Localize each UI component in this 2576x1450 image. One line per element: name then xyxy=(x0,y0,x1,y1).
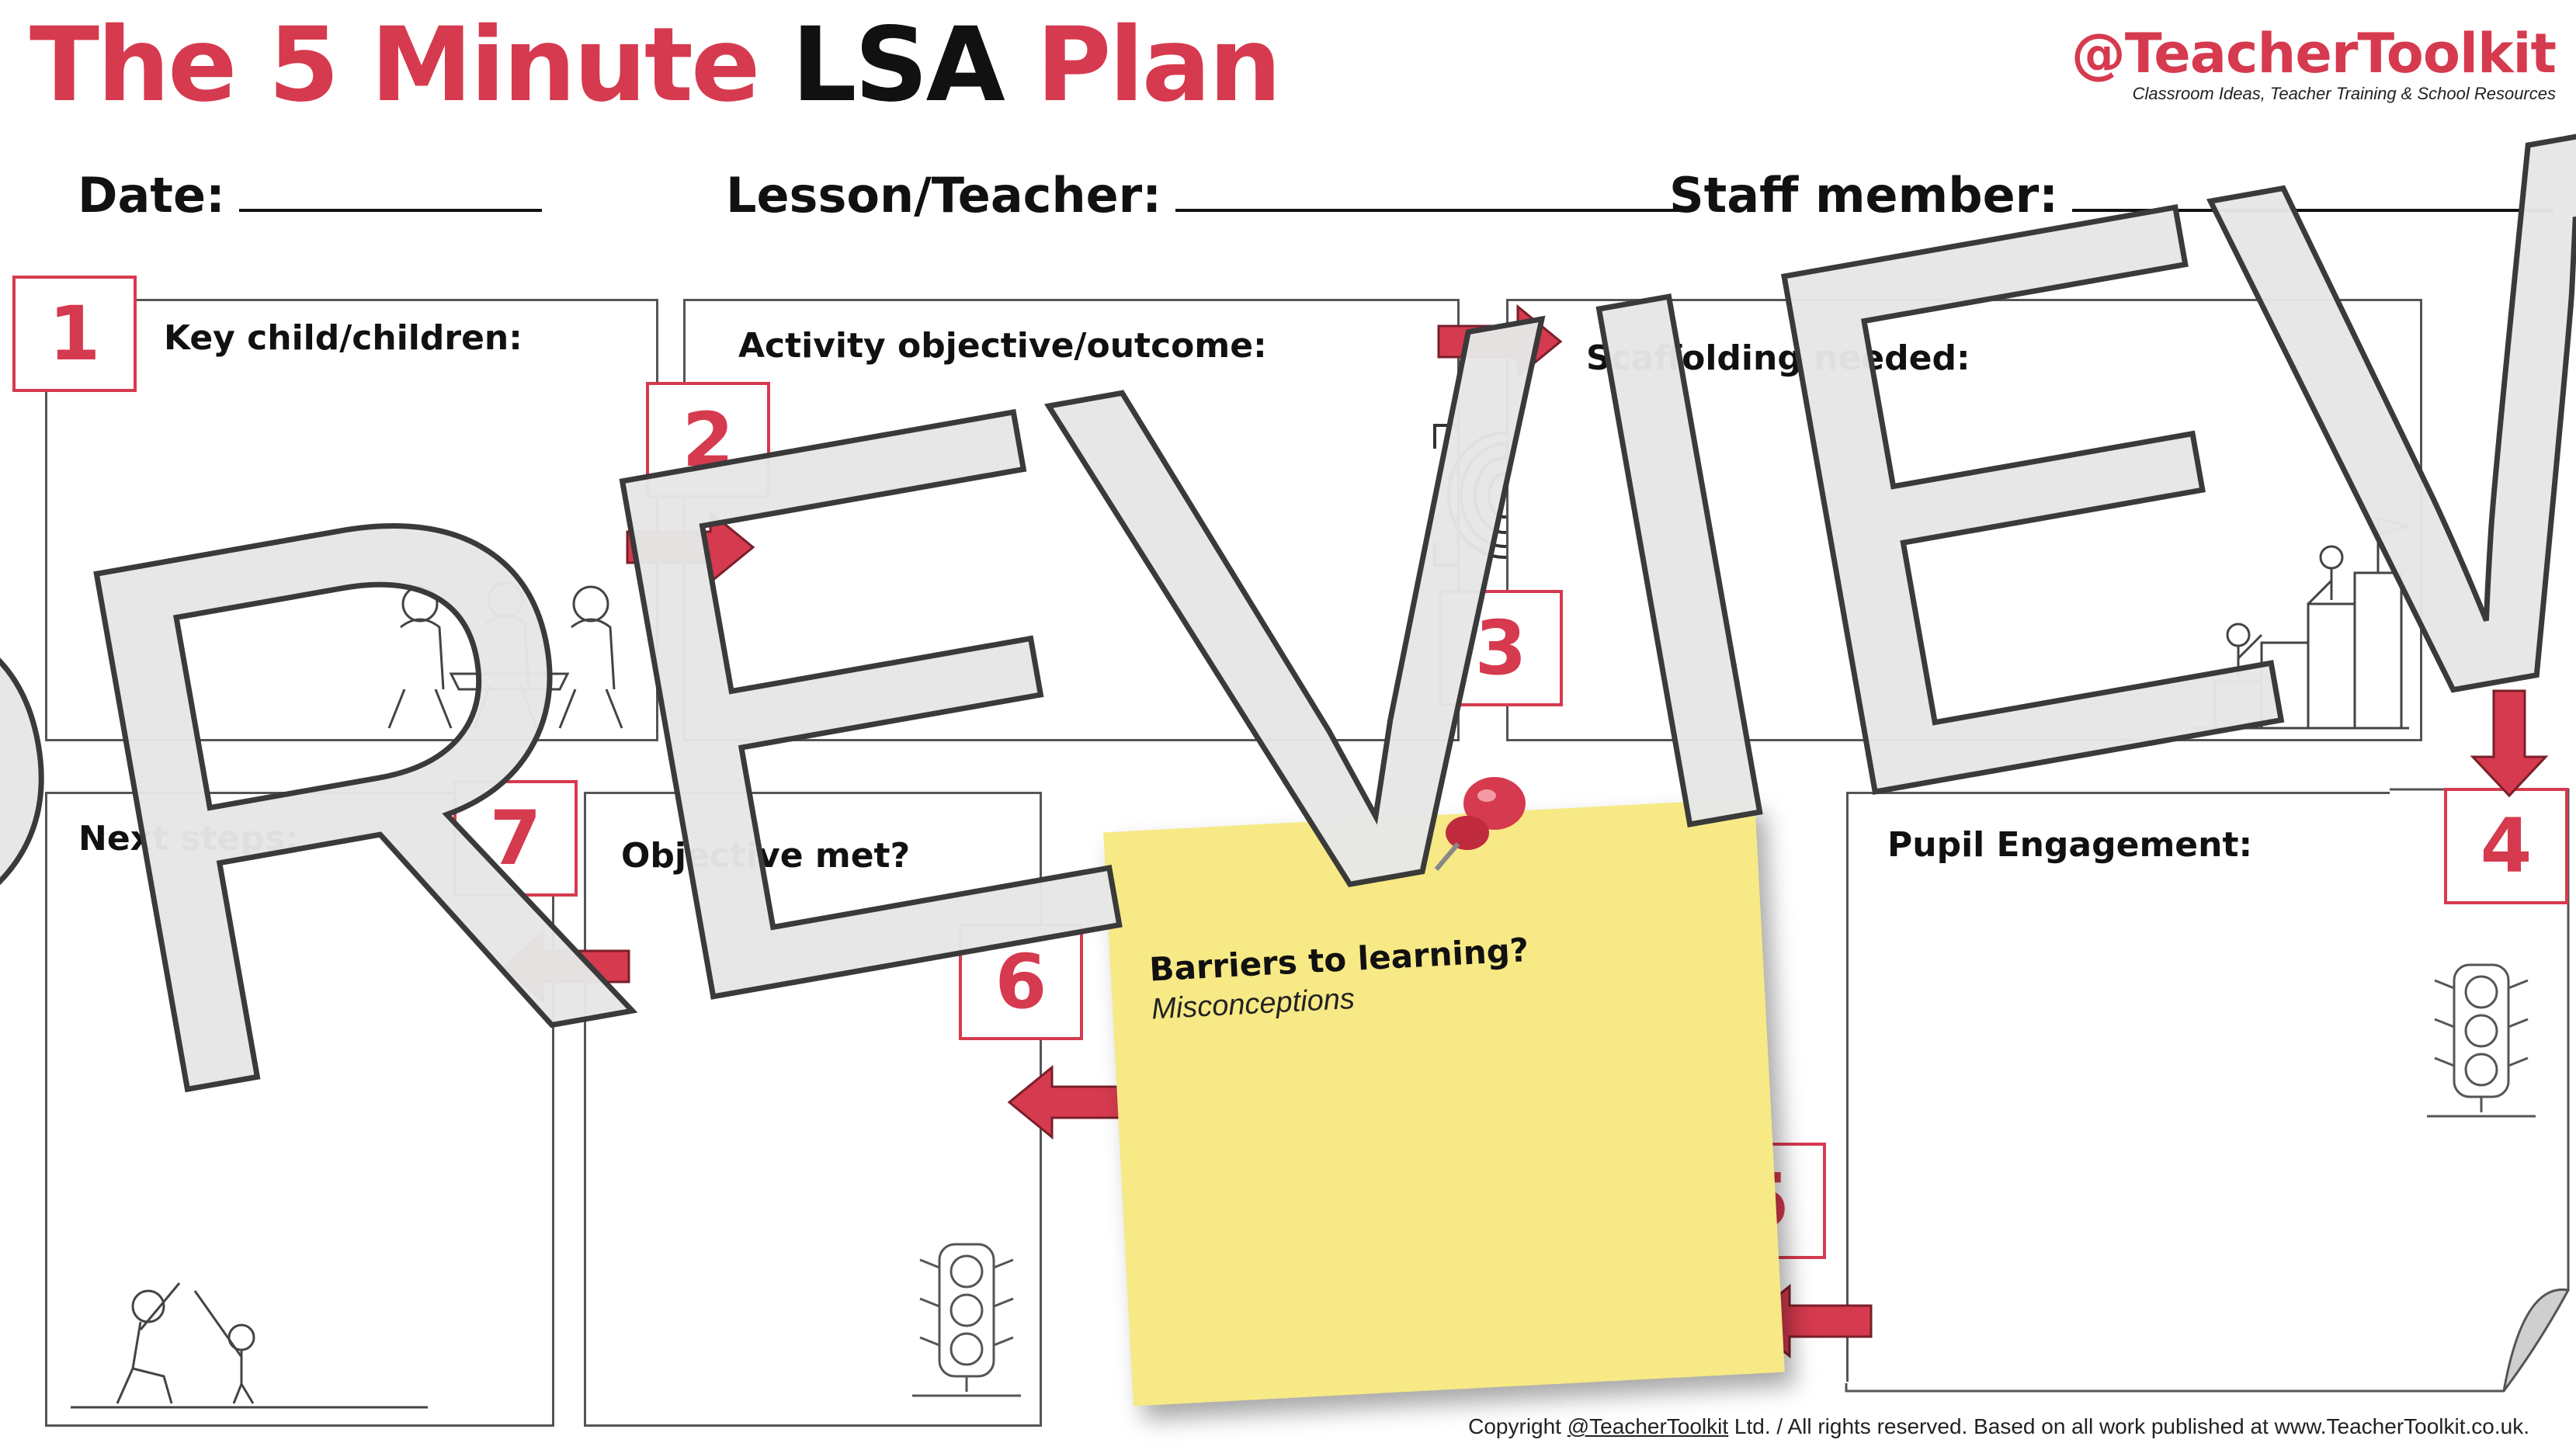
brand-tagline: Classroom Ideas, Teacher Training & Scho… xyxy=(2132,84,2556,103)
next-steps-label: Next steps: xyxy=(78,819,299,859)
group-discussion-icon xyxy=(387,581,623,729)
key-children-box[interactable]: Key child/children: xyxy=(45,299,658,741)
date-field: Date: xyxy=(78,167,542,224)
pupil-engagement-label: Pupil Engagement: xyxy=(1887,825,2253,865)
arrow-icon xyxy=(2470,689,2549,798)
objective-met-box[interactable]: Objective met? xyxy=(584,792,1042,1427)
arrow-icon xyxy=(1437,304,1563,380)
date-input-line[interactable] xyxy=(238,203,542,212)
scaffolding-label: Scaffolding needed: xyxy=(1586,338,1970,378)
sticky-note: Barriers to learning? Misconceptions xyxy=(1103,798,1785,1407)
step-number-6: 6 xyxy=(959,924,1083,1040)
arrow-icon xyxy=(626,509,755,585)
step-number-1: 1 xyxy=(12,276,137,392)
brand-handle: @TeacherToolkit xyxy=(2071,22,2557,85)
copyright-footer: Copyright @TeacherToolkit Ltd. / All rig… xyxy=(1468,1414,2529,1438)
push-pin-icon xyxy=(1434,777,1526,871)
activity-objective-label: Activity objective/outcome: xyxy=(738,326,1267,366)
objective-met-label: Objective met? xyxy=(621,836,911,876)
step-number-2: 2 xyxy=(646,382,770,498)
activity-objective-box[interactable]: Activity objective/outcome: xyxy=(683,299,1576,741)
staff-input-line[interactable] xyxy=(2072,203,2553,212)
step-number-3: 3 xyxy=(1439,590,1563,706)
sticky-note-heading: Barriers to learning? xyxy=(1148,931,1530,989)
climbing-steps-icon xyxy=(2192,517,2410,730)
footer-link[interactable]: @TeacherToolkit xyxy=(1567,1414,1729,1438)
arrow-icon xyxy=(1007,1064,1135,1140)
step-number-7: 7 xyxy=(453,780,578,897)
step-number-4: 4 xyxy=(2444,788,2568,904)
next-steps-box[interactable]: Next steps: xyxy=(45,792,554,1427)
scaffolding-box[interactable]: Scaffolding needed: xyxy=(1506,299,2422,741)
traffic-light-icon xyxy=(2427,963,2536,1118)
lesson-teacher-field: Lesson/Teacher: xyxy=(726,167,1680,224)
arrow-icon xyxy=(502,928,630,1004)
sticky-note-subtext: Misconceptions xyxy=(1151,982,1356,1026)
pupil-engagement-box[interactable]: Pupil Engagement: xyxy=(1846,792,2536,1382)
traffic-light-icon xyxy=(912,1243,1021,1397)
staff-member-field: Staff member: xyxy=(1669,167,2553,224)
brand-logo: @TeacherToolkit Classroom Ideas, Teacher… xyxy=(2071,22,2557,104)
key-children-label: Key child/children: xyxy=(164,318,522,358)
page-title: The 5 Minute LSA Plan xyxy=(30,5,1282,125)
high-five-icon xyxy=(71,1282,428,1409)
lesson-input-line[interactable] xyxy=(1175,203,1680,212)
